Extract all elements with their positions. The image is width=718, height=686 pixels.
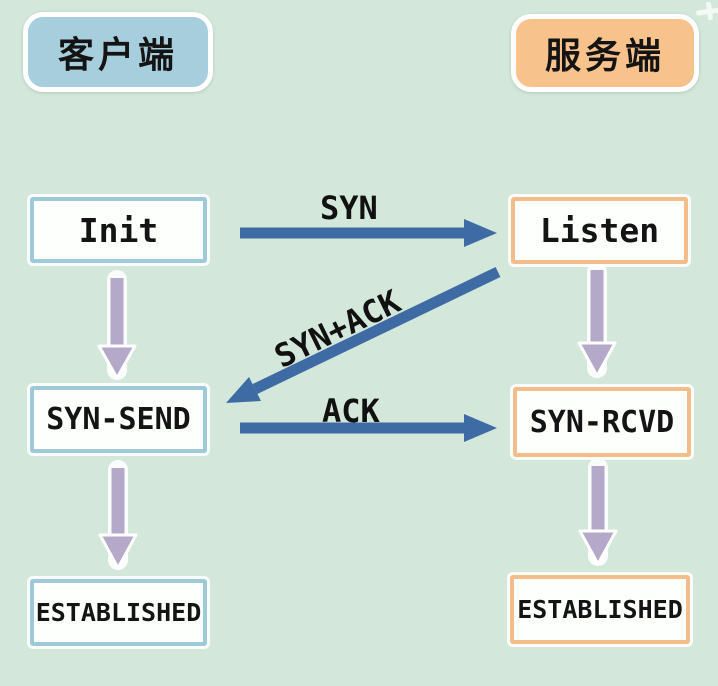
server-listen-to-synrcvd-arrow bbox=[577, 262, 617, 378]
corner-watermark-icon bbox=[695, 1, 718, 22]
server-state-established: ESTABLISHED bbox=[510, 575, 690, 644]
client-synsend-to-established-arrow bbox=[98, 460, 138, 570]
server-header-pill: 服务端 bbox=[511, 14, 699, 92]
ack-message-label: ACK bbox=[322, 392, 380, 430]
client-header-pill: 客户端 bbox=[23, 12, 213, 92]
syn-ack-message-label: SYN+ACK bbox=[268, 282, 407, 376]
server-state-syn-rcvd: SYN-RCVD bbox=[513, 387, 691, 457]
client-state-established: ESTABLISHED bbox=[30, 579, 207, 646]
client-state-syn-send: SYN-SEND bbox=[30, 386, 207, 453]
client-init-to-synsend-arrow bbox=[97, 270, 137, 380]
server-synrcvd-to-established-arrow bbox=[578, 458, 618, 566]
client-state-init: Init bbox=[30, 197, 207, 263]
syn-message-label: SYN bbox=[320, 189, 378, 227]
server-state-listen: Listen bbox=[511, 197, 688, 264]
